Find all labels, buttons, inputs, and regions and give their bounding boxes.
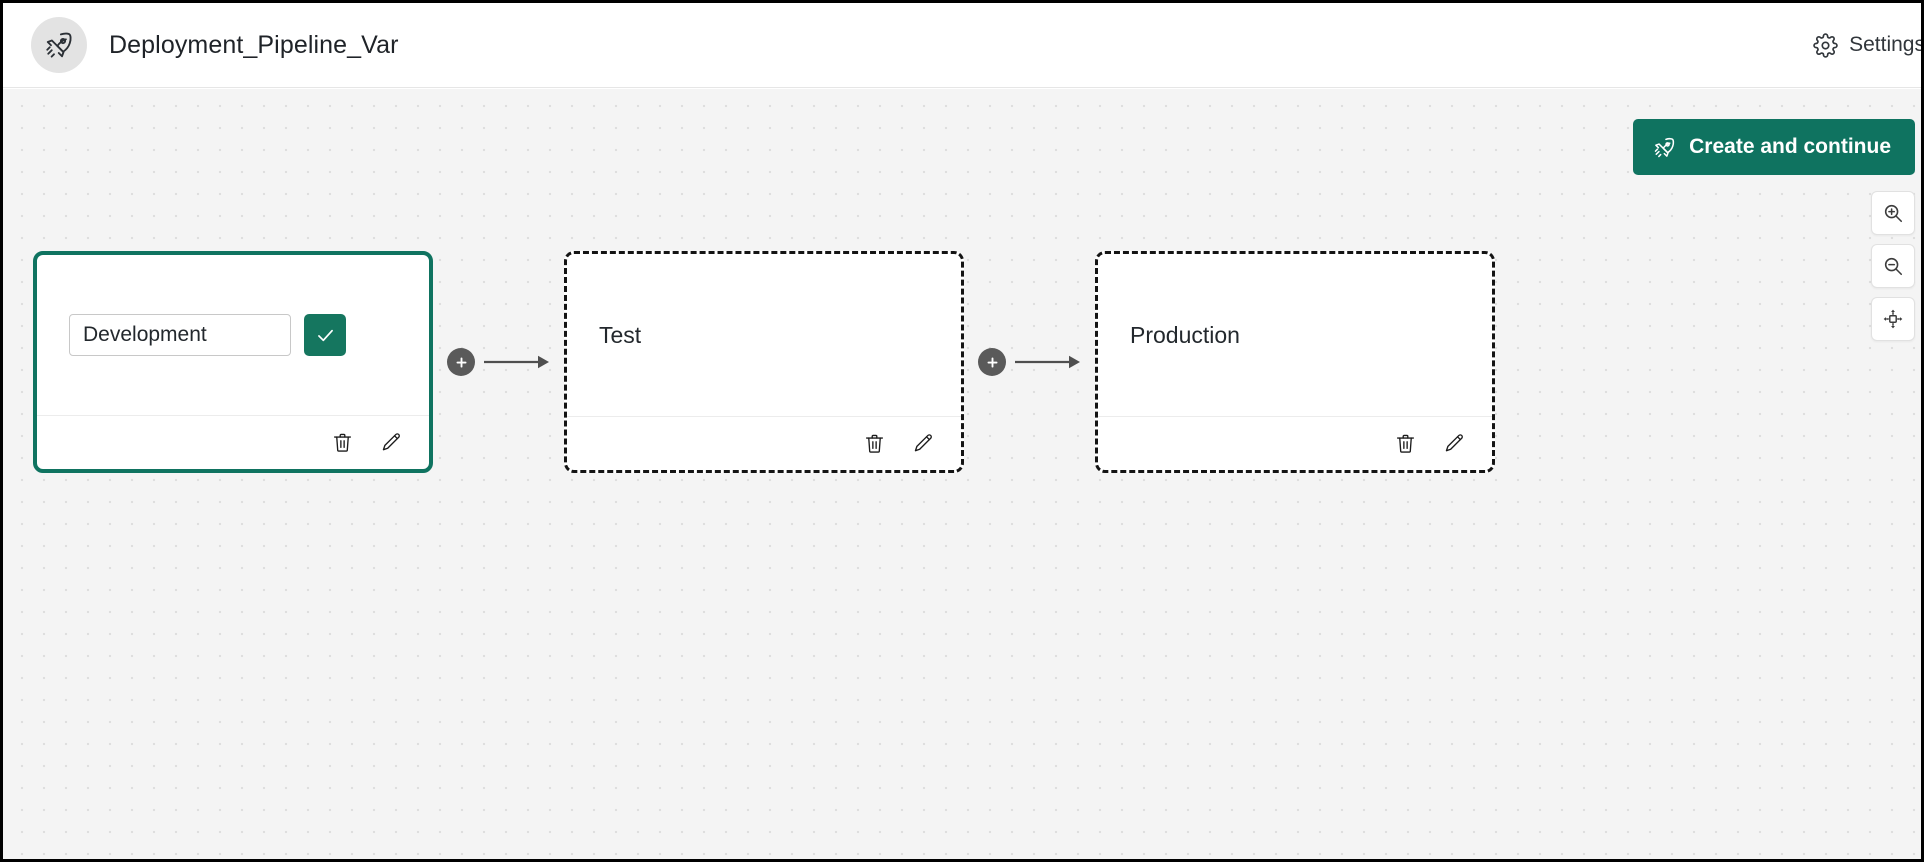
settings-button[interactable]: Settings [1813, 32, 1924, 58]
stage-card-footer [1098, 416, 1492, 470]
gear-icon [1813, 32, 1838, 58]
app-header: Deployment_Pipeline_Var Settings [3, 3, 1921, 88]
arrow-right-icon [1015, 354, 1081, 370]
fit-to-screen-icon [1882, 308, 1904, 330]
stage-card-production[interactable]: Production [1095, 251, 1495, 473]
zoom-out-button[interactable] [1871, 244, 1915, 288]
rocket-icon [31, 17, 87, 73]
stage-card-body: Production [1098, 254, 1492, 416]
settings-label: Settings [1849, 33, 1924, 56]
stage-card-development[interactable] [33, 251, 433, 473]
viewport-controls [1871, 191, 1915, 341]
check-icon [315, 325, 336, 346]
stage-name-label: Test [599, 321, 642, 348]
magnifier-minus-icon [1882, 255, 1904, 277]
stage-name-label: Production [1130, 321, 1240, 348]
add-stage-button[interactable] [978, 348, 1006, 376]
stage-card-footer [567, 416, 961, 470]
stage-name-edit-row [69, 314, 397, 356]
delete-stage-button[interactable] [331, 431, 354, 454]
zoom-in-button[interactable] [1871, 191, 1915, 235]
pencil-icon [380, 431, 403, 454]
arrow-right-icon [484, 354, 550, 370]
page-title: Deployment_Pipeline_Var [109, 30, 399, 59]
rocket-icon [1653, 136, 1676, 159]
magnifier-plus-icon [1882, 202, 1904, 224]
stage-card-footer [37, 415, 429, 469]
edit-stage-button[interactable] [1443, 432, 1466, 455]
fit-to-screen-button[interactable] [1871, 297, 1915, 341]
stage-card-body [37, 255, 429, 415]
connector-development-to-test [433, 348, 564, 376]
create-and-continue-label: Create and continue [1689, 135, 1891, 158]
edit-stage-button[interactable] [912, 432, 935, 455]
delete-stage-button[interactable] [1394, 432, 1417, 455]
pencil-icon [1443, 432, 1466, 455]
edit-stage-button[interactable] [380, 431, 403, 454]
stage-name-input[interactable] [69, 314, 291, 356]
trash-icon [331, 431, 354, 454]
create-and-continue-button[interactable]: Create and continue [1633, 119, 1915, 175]
stage-card-test[interactable]: Test [564, 251, 964, 473]
add-stage-button[interactable] [447, 348, 475, 376]
connector-test-to-production [964, 348, 1095, 376]
plus-icon [454, 355, 469, 370]
stage-card-body: Test [567, 254, 961, 416]
trash-icon [1394, 432, 1417, 455]
pencil-icon [912, 432, 935, 455]
trash-icon [863, 432, 886, 455]
delete-stage-button[interactable] [863, 432, 886, 455]
confirm-stage-name-button[interactable] [304, 314, 346, 356]
pipeline-flow: Test [33, 251, 1495, 473]
pipeline-canvas[interactable]: Create and continue [3, 89, 1921, 859]
plus-icon [985, 355, 1000, 370]
